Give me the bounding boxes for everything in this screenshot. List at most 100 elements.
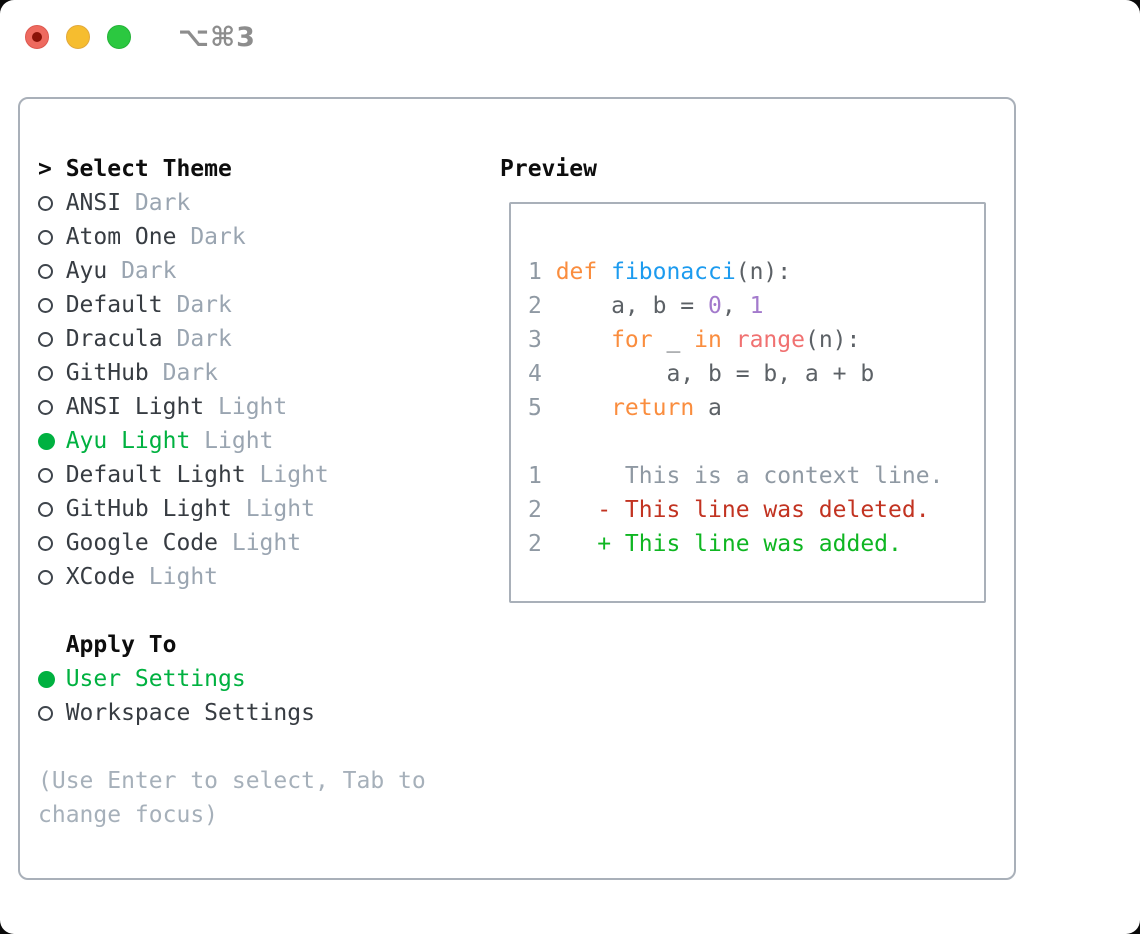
item-variant-tag: Light: [204, 428, 274, 454]
apply-to-title: Apply To: [65, 632, 177, 658]
item-label: Ayu Light: [65, 428, 191, 454]
minimize-button[interactable]: [66, 25, 90, 49]
code-token: [556, 395, 611, 421]
item-label: GitHub: [65, 360, 149, 386]
radio-icon: [38, 467, 53, 483]
preview-title: Preview: [500, 156, 597, 182]
prompt-caret-icon: >: [38, 156, 52, 182]
code-line: 5 return a: [528, 391, 984, 425]
theme-item[interactable]: Ayu Dark: [38, 254, 426, 288]
code-token: return: [611, 395, 695, 421]
radio-icon: [38, 569, 53, 585]
item-variant-tag: Light: [148, 564, 219, 590]
line-number: 5: [528, 395, 542, 421]
item-variant-tag: Light: [259, 462, 329, 488]
code-token: [597, 259, 611, 285]
hint-line-1: (Use Enter to select, Tab to: [38, 768, 426, 794]
radio-icon: [38, 297, 53, 313]
code-token: _: [652, 327, 695, 353]
code-line: [528, 425, 984, 459]
theme-item[interactable]: GitHub Light Light: [38, 492, 426, 526]
line-number: 1: [528, 463, 542, 489]
apply-to-option[interactable]: Workspace Settings: [38, 696, 426, 730]
item-label: XCode: [65, 564, 135, 590]
code-token: [722, 327, 736, 353]
code-token: [556, 327, 611, 353]
item-label: ANSI Light: [65, 394, 205, 420]
item-label: GitHub Light: [65, 496, 232, 522]
select-theme-header: >Select Theme: [38, 152, 426, 186]
titlebar: ⌥⌘3: [0, 0, 1140, 74]
hint-line-2: change focus): [38, 802, 219, 828]
close-button[interactable]: [25, 25, 49, 49]
apply-to-option[interactable]: User Settings: [38, 662, 426, 696]
item-variant-tag: Dark: [176, 292, 232, 318]
radio-icon: [38, 195, 53, 211]
code-line: 2 a, b = 0, 1: [528, 289, 984, 323]
item-variant-tag: Dark: [190, 224, 246, 250]
theme-item[interactable]: GitHub Dark: [38, 356, 426, 390]
code-token: (n):: [735, 259, 792, 285]
code-token: 1: [749, 293, 764, 319]
theme-item[interactable]: Ayu Light Light: [38, 424, 426, 458]
line-number: 2: [528, 531, 542, 557]
item-variant-tag: Light: [218, 394, 288, 420]
code-token: - This line was deleted.: [555, 497, 930, 523]
code-token: a, b =: [555, 293, 709, 319]
item-label: Workspace Settings: [65, 700, 315, 726]
code-token: for: [611, 327, 653, 353]
spacer: [38, 594, 426, 628]
item-label: Google Code: [65, 530, 219, 556]
spacer: [38, 730, 426, 764]
item-label: Default Light: [65, 462, 246, 488]
zoom-button[interactable]: [107, 25, 131, 49]
line-number: 4: [528, 361, 542, 387]
item-label: User Settings: [65, 666, 246, 692]
radio-icon: [38, 705, 53, 721]
radio-selected-icon: [38, 670, 55, 688]
line-number: 2: [528, 497, 542, 523]
line-number: 1: [528, 259, 542, 285]
item-variant-tag: Light: [245, 496, 315, 522]
code-token: a: [694, 395, 722, 421]
code-token: in: [694, 327, 722, 353]
theme-item[interactable]: Atom One Dark: [38, 220, 426, 254]
radio-icon: [38, 535, 53, 551]
code-token: fibonacci: [611, 259, 736, 285]
code-line: 3 for _ in range(n):: [528, 323, 984, 357]
code-token: This is a context line.: [555, 463, 944, 489]
theme-item[interactable]: ANSI Light Light: [38, 390, 426, 424]
code-token: 0: [708, 293, 722, 319]
code-line: 2 + This line was added.: [528, 527, 984, 561]
item-variant-tag: Dark: [162, 360, 219, 386]
radio-icon: [38, 263, 53, 279]
item-variant-tag: Dark: [121, 258, 177, 284]
radio-icon: [38, 331, 53, 347]
item-label: Dracula: [65, 326, 163, 352]
code-line: 1 This is a context line.: [528, 459, 984, 493]
item-label: Ayu: [65, 258, 108, 284]
item-variant-tag: Dark: [134, 190, 191, 216]
item-label: Atom One: [65, 224, 177, 250]
apply-to-header: Apply To: [38, 628, 426, 662]
theme-item[interactable]: XCode Light: [38, 560, 426, 594]
code-token: def: [555, 259, 598, 285]
code-line: 4 a, b = b, a + b: [528, 357, 984, 391]
window-shortcut-label: ⌥⌘3: [178, 21, 256, 53]
radio-selected-icon: [38, 432, 55, 450]
code-token: ,: [721, 293, 750, 319]
radio-icon: [38, 229, 53, 245]
theme-item[interactable]: Default Light Light: [38, 458, 426, 492]
code-token: range: [735, 327, 805, 353]
